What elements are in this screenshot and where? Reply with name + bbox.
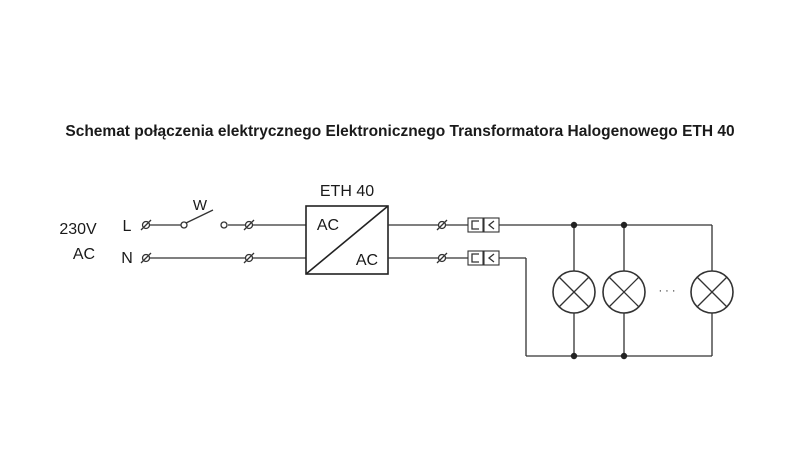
output-line-upper	[388, 219, 468, 231]
neutral-terminal	[244, 253, 254, 263]
junction-dot	[570, 352, 578, 360]
neutral-input-terminal	[141, 253, 151, 263]
neutral-line-label: N	[121, 250, 133, 267]
output-line-lower	[388, 252, 468, 264]
phase-terminal	[244, 220, 254, 230]
lamp-1	[552, 270, 596, 314]
output-terminal-lower	[437, 253, 447, 263]
connector-upper	[467, 217, 500, 233]
diagram-title: Schemat połączenia elektrycznego Elektro…	[65, 123, 734, 140]
switch-w: W	[180, 197, 228, 229]
junction-dot	[620, 221, 628, 229]
phase-input-terminal	[141, 220, 151, 230]
junction-dot	[620, 352, 628, 360]
supply-voltage-label: 230V	[59, 221, 97, 238]
connector-lower	[467, 250, 500, 266]
lamp-ellipsis: · · ·	[658, 285, 675, 297]
transformer-name: ETH 40	[320, 183, 374, 200]
neutral-line	[140, 252, 306, 264]
phase-line-label: L	[123, 218, 132, 235]
transformer-block: ETH 40 AC AC	[305, 183, 389, 275]
transformer-input-label: AC	[317, 217, 339, 234]
lamp-2	[602, 270, 646, 314]
transformer-output-label: AC	[356, 252, 378, 269]
switch-label: W	[193, 197, 208, 214]
supply-type-label: AC	[73, 246, 95, 263]
junction-dot	[570, 221, 578, 229]
output-terminal-upper	[437, 220, 447, 230]
lamp-3	[690, 270, 734, 314]
phase-line	[140, 219, 306, 231]
